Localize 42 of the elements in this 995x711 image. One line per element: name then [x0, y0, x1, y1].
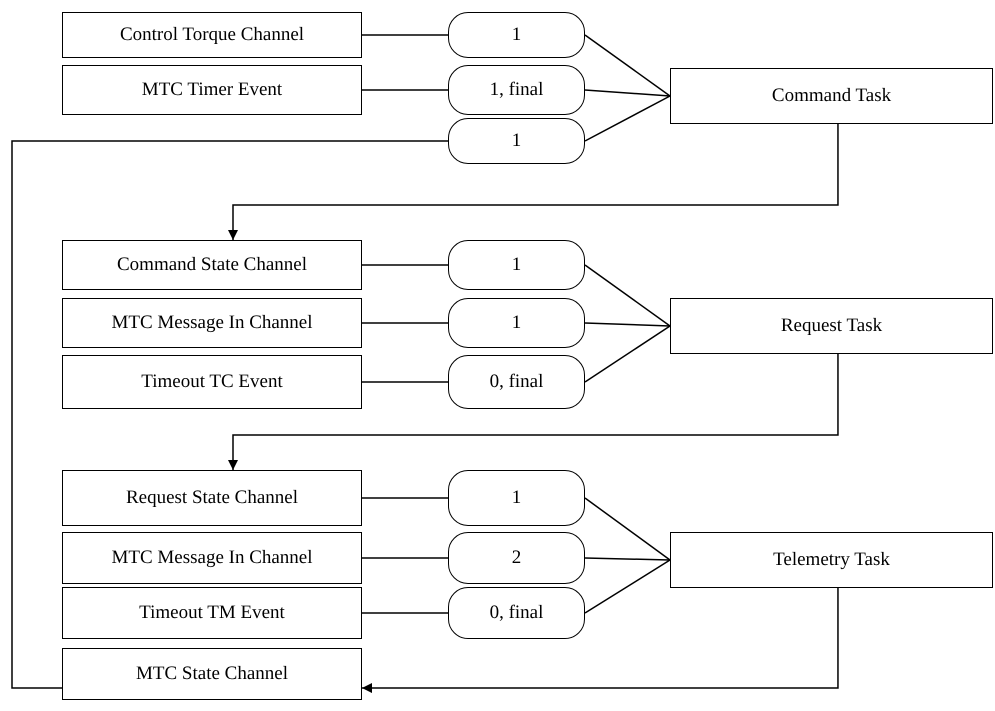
process-box: MTC Timer Event: [62, 65, 362, 115]
connector-line: [362, 557, 448, 559]
process-box: Control Torque Channel: [62, 12, 362, 58]
process-box: Command State Channel: [62, 240, 362, 290]
connector-line: [362, 381, 448, 383]
connector-line: [584, 264, 670, 327]
connector-line: [584, 497, 670, 561]
rounded-box: 1: [448, 118, 585, 164]
rounded-box: 0, final: [448, 355, 585, 409]
rounded-box: 1: [448, 470, 585, 526]
rounded-box: 1: [448, 12, 585, 58]
process-box: Telemetry Task: [670, 532, 993, 588]
connector-line: [584, 322, 670, 327]
rounded-box: 1, final: [448, 65, 585, 115]
connector-line: [362, 264, 448, 266]
process-box: MTC Message In Channel: [62, 532, 362, 584]
connector-line: [362, 322, 448, 324]
connector-line: [362, 497, 448, 499]
process-box: Request Task: [670, 298, 993, 354]
rounded-box: 1: [448, 240, 585, 290]
process-box: Command Task: [670, 68, 993, 124]
connector-line: [362, 89, 448, 91]
connector-line: [584, 89, 670, 97]
process-box: Timeout TC Event: [62, 355, 362, 409]
rounded-box: 1: [448, 298, 585, 348]
process-box: Timeout TM Event: [62, 587, 362, 639]
process-box: MTC Message In Channel: [62, 298, 362, 348]
process-box: Request State Channel: [62, 470, 362, 526]
connector-line: [584, 557, 670, 561]
connector-line: [584, 34, 670, 97]
connector-line: [584, 559, 670, 614]
connector-line: [362, 34, 448, 36]
process-box: MTC State Channel: [62, 648, 362, 700]
connector-line: [584, 325, 670, 383]
connector-line: [584, 95, 670, 142]
arrow: [362, 588, 839, 694]
arrow: [228, 124, 839, 240]
rounded-box: 0, final: [448, 587, 585, 639]
connector-line: [11, 140, 448, 689]
connector-line: [362, 612, 448, 614]
arrow: [228, 354, 839, 470]
rounded-box: 2: [448, 532, 585, 584]
